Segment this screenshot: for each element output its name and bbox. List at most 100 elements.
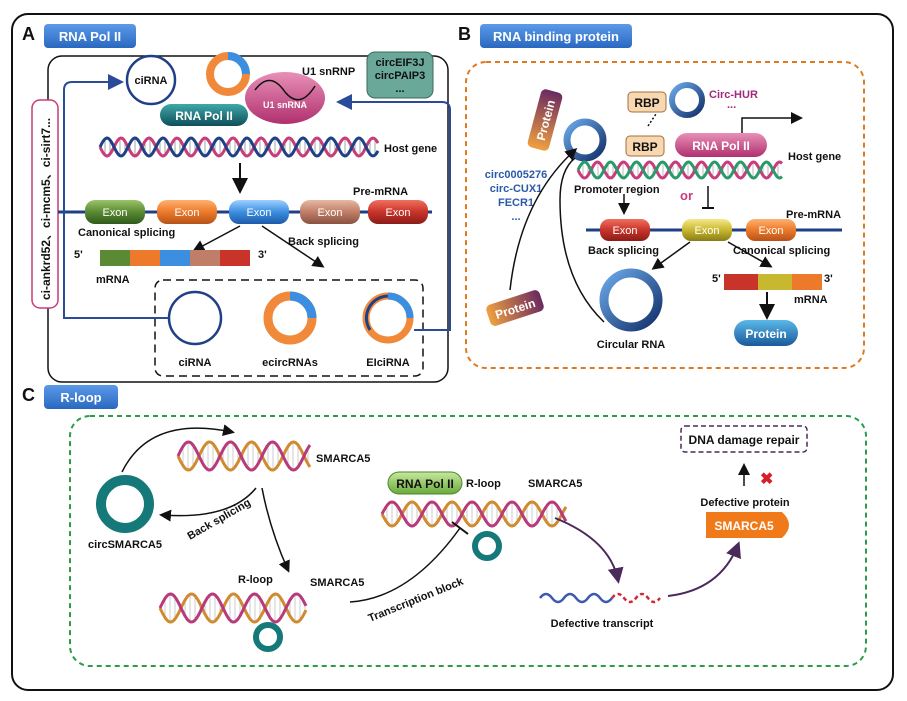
u1-snrna-label: U1 snRNA xyxy=(263,100,308,110)
or-label: or xyxy=(680,188,693,203)
panel-a-badge xyxy=(44,24,136,48)
transcription-block-line xyxy=(349,527,461,603)
smarca5-helix-top xyxy=(176,440,312,472)
circ-list-b-0: circ0005276 xyxy=(485,169,547,181)
cirna-top-ring xyxy=(125,54,177,106)
smarca5-label-2: SMARCA5 xyxy=(310,577,364,589)
panel-b: B RNA binding protein Protein circ000527… xyxy=(458,24,865,369)
blocked-x-icon: ✖ xyxy=(760,471,773,488)
exon-label: Exon xyxy=(385,207,410,219)
circsmarca5-ring xyxy=(96,475,154,533)
circ-list-a-box xyxy=(366,51,434,99)
product-label-1: ecircRNAs xyxy=(262,357,318,369)
panel-b-box xyxy=(465,61,865,369)
host-gene-helix-a xyxy=(98,136,380,158)
rna-pol-b-label: RNA Pol II xyxy=(692,139,750,153)
panel-c-title: R-loop xyxy=(60,390,101,405)
back-b-label: Back splicing xyxy=(588,245,659,257)
circsmarca5-label: circSMARCA5 xyxy=(88,539,162,551)
panel-b-title: RNA binding protein xyxy=(493,29,619,44)
smarca5-label-1: SMARCA5 xyxy=(316,453,370,465)
circ-hur-dots: ... xyxy=(727,99,736,111)
mrna-bar-b xyxy=(724,274,822,290)
circ-list-b-1: circ-CUX1 xyxy=(490,183,543,195)
exon-row-a: Exon Exon Exon Exon Exon xyxy=(85,200,428,224)
back-a-label: Back splicing xyxy=(288,236,359,248)
circ-hur-label: Circ-HUR xyxy=(709,89,758,101)
panel-b-badge xyxy=(480,24,632,48)
exon-label: Exon xyxy=(246,207,271,219)
host-gene-a-label: Host gene xyxy=(384,143,437,155)
pre-mrna-b-label: Pre-mRNA xyxy=(786,209,841,221)
helix-strand xyxy=(176,440,312,472)
circular-rna-ring xyxy=(599,268,663,332)
smarca5-protein-shape xyxy=(706,512,789,538)
promoter-label: Promoter region xyxy=(574,184,660,196)
rna-pol-c xyxy=(387,471,463,495)
mrna-a-five: 5' xyxy=(74,249,83,261)
helix-strand xyxy=(576,160,784,180)
mrna-b-three: 3' xyxy=(824,273,833,285)
cirna-top-label: ciRNA xyxy=(134,75,167,87)
circular-rna-label: Circular RNA xyxy=(597,339,666,351)
rbp-box-bottom xyxy=(625,135,665,157)
protein-out-pill xyxy=(734,320,798,346)
canonical-a-label: Canonical splicing xyxy=(78,227,175,239)
pre-mrna-a-label: Pre-mRNA xyxy=(353,186,408,198)
rbp-box-top xyxy=(627,91,667,113)
side-list: ci-ankrd52、ci-mcm5、ci-sirt7... xyxy=(39,118,53,300)
panel-a: A RNA Pol II ci-ankrd52、ci-mcm5、ci-sirt7… xyxy=(22,24,451,383)
rna-pol-a-label: RNA Pol II xyxy=(175,109,233,123)
helix-strand xyxy=(158,592,308,624)
defective-protein-label: Defective protein xyxy=(700,497,790,509)
exon-label: Exon xyxy=(612,225,637,237)
panel-b-letter: B xyxy=(458,24,471,44)
exon-label: Exon xyxy=(317,207,342,219)
circ-list-a-0: circEIF3J xyxy=(376,57,425,69)
product-cirna-ring xyxy=(167,290,223,346)
smarca5-helix-bottom xyxy=(158,592,308,624)
rloop-label-2: R-loop xyxy=(466,478,501,490)
circrna-ring-b1 xyxy=(563,118,607,162)
panel-c-letter: C xyxy=(22,385,35,405)
canonical-b-label: Canonical splicing xyxy=(733,245,830,257)
circ-list-b-2: FECR1 xyxy=(498,197,534,209)
panel-a-letter: A xyxy=(22,24,35,44)
panel-a-title: RNA Pol II xyxy=(59,29,121,44)
products-box xyxy=(154,279,424,377)
rloop-label-1: R-loop xyxy=(238,574,273,586)
exon-label: Exon xyxy=(694,225,719,237)
feedback-arrow-left xyxy=(63,74,168,319)
exon-label: Exon xyxy=(758,225,783,237)
rbp-bottom-label: RBP xyxy=(632,140,657,154)
rbp-top-label: RBP xyxy=(634,96,659,110)
feedback-arrow-right xyxy=(336,94,451,331)
protein-out-label: Protein xyxy=(745,327,786,341)
smarca5-protein-label: SMARCA5 xyxy=(714,519,774,533)
host-gene-b-label: Host gene xyxy=(788,151,841,163)
helix-strand xyxy=(158,592,308,624)
u1-snrnp-blob xyxy=(245,72,325,124)
helix-strand xyxy=(380,500,568,528)
rloop-circ-2 xyxy=(472,531,502,561)
mrna-b-five: 5' xyxy=(712,273,721,285)
rna-pol-a xyxy=(160,104,248,126)
host-gene-helix-b xyxy=(576,160,784,180)
dna-repair-box xyxy=(680,425,808,453)
rloop-circ-1 xyxy=(253,622,283,652)
rna-pol-b xyxy=(675,133,767,157)
mrna-a-three: 3' xyxy=(258,249,267,261)
product-label-0: ciRNA xyxy=(178,357,211,369)
panel-c-badge xyxy=(44,385,118,409)
defective-transcript-label: Defective transcript xyxy=(551,618,654,630)
exon-label: Exon xyxy=(174,207,199,219)
circ-list-a-2: ... xyxy=(395,83,404,95)
helix-strand xyxy=(576,160,784,180)
smarca5-label-3: SMARCA5 xyxy=(528,478,582,490)
circ-list-a-1: circPAIP3 xyxy=(375,70,426,82)
circ-hur-ring xyxy=(669,82,705,118)
defective-transcript-wave xyxy=(539,592,613,604)
helix-strand xyxy=(98,136,380,158)
helix-strand xyxy=(380,500,568,528)
